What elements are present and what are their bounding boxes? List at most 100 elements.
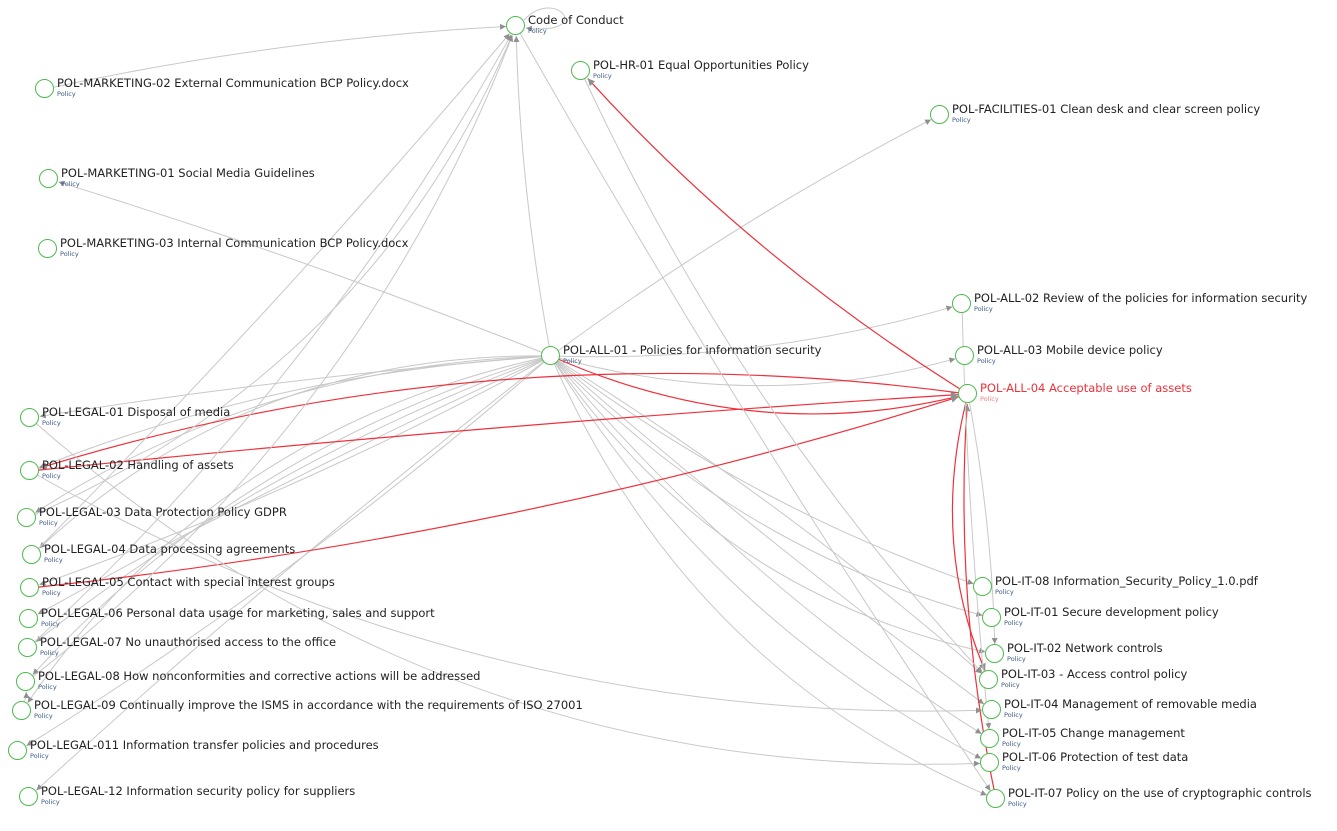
graph-edge: [26, 35, 513, 519]
node-label[interactable]: POL-MARKETING-01 Social Media Guidelines: [61, 166, 315, 180]
node-type: Policy: [1007, 655, 1026, 663]
node-type: Policy: [593, 72, 612, 80]
node-label[interactable]: POL-IT-02 Network controls: [1007, 641, 1163, 655]
node-label[interactable]: POL-MARKETING-02 External Communication …: [57, 76, 409, 90]
node-circle-icon[interactable]: [12, 701, 31, 720]
node-label[interactable]: POL-LEGAL-04 Data processing agreements: [44, 542, 296, 556]
node-circle-icon[interactable]: [571, 61, 590, 80]
graph-edge: [36, 355, 552, 791]
node-label[interactable]: POL-ALL-03 Mobile device policy: [977, 343, 1163, 357]
node-type: Policy: [41, 798, 60, 806]
node-circle-icon[interactable]: [982, 608, 1001, 627]
node-type: Policy: [1002, 740, 1021, 748]
node-label[interactable]: POL-IT-01 Secure development policy: [1004, 605, 1219, 619]
graph-edge: [550, 355, 982, 735]
graph-edge: [27, 34, 512, 649]
node-label[interactable]: POL-LEGAL-01 Disposal of media: [42, 405, 231, 419]
highlighted-edge: [39, 372, 969, 470]
graph-edge: [37, 355, 552, 615]
node-label[interactable]: POL-LEGAL-011 Information transfer polic…: [30, 738, 379, 752]
graph-edge: [550, 355, 987, 796]
node-label[interactable]: POL-ALL-02 Review of the policies for in…: [974, 291, 1308, 305]
node-label[interactable]: POL-IT-03 - Access control policy: [1001, 667, 1188, 681]
node-label[interactable]: Code of Conduct: [528, 13, 624, 27]
node-type: Policy: [980, 395, 999, 403]
node-type: Policy: [34, 712, 53, 720]
node-type: Policy: [41, 620, 60, 628]
node-type: Policy: [61, 180, 80, 188]
node-circle-icon[interactable]: [20, 578, 39, 597]
node-circle-icon[interactable]: [982, 700, 1001, 719]
node-circle-icon[interactable]: [930, 105, 949, 124]
node-circle-icon[interactable]: [980, 729, 999, 748]
graph-edge: [44, 23, 507, 90]
node-circle-icon[interactable]: [979, 670, 998, 689]
node-circle-icon[interactable]: [16, 672, 35, 691]
node-circle-icon[interactable]: [17, 508, 36, 527]
node-label[interactable]: POL-IT-07 Policy on the use of cryptogra…: [1008, 786, 1312, 800]
node-circle-icon[interactable]: [541, 346, 560, 365]
node-type: Policy: [40, 649, 59, 657]
node-label[interactable]: POL-LEGAL-12 Information security policy…: [41, 784, 356, 798]
node-circle-icon[interactable]: [986, 789, 1005, 808]
node-circle-icon[interactable]: [952, 294, 971, 313]
node-circle-icon[interactable]: [22, 545, 41, 564]
node-label[interactable]: POL-LEGAL-06 Personal data usage for mar…: [41, 606, 435, 620]
node-type: Policy: [977, 357, 996, 365]
node-circle-icon[interactable]: [18, 638, 37, 657]
node-label[interactable]: POL-LEGAL-03 Data Protection Policy GDPR: [39, 505, 287, 519]
node-label[interactable]: POL-FACILITIES-01 Clean desk and clear s…: [952, 102, 1261, 116]
node-circle-icon[interactable]: [38, 239, 57, 258]
node-label[interactable]: POL-IT-06 Protection of test data: [1002, 750, 1189, 764]
node-type: Policy: [1001, 681, 1020, 689]
node-label[interactable]: POL-MARKETING-03 Internal Communication …: [60, 236, 409, 250]
node-type: Policy: [995, 588, 1014, 596]
node-type: Policy: [1008, 800, 1027, 808]
highlighted-edge: [587, 78, 969, 395]
node-circle-icon[interactable]: [985, 644, 1004, 663]
highlighted-edge: [29, 391, 959, 472]
graph-edge: [35, 355, 552, 643]
node-type: Policy: [563, 357, 582, 365]
graph-edge: [550, 355, 982, 674]
node-type: Policy: [38, 683, 57, 691]
graph-edge: [513, 35, 552, 357]
node-type: Policy: [57, 90, 76, 98]
node-circle-icon[interactable]: [955, 346, 974, 365]
node-circle-icon[interactable]: [35, 79, 54, 98]
node-circle-icon[interactable]: [506, 16, 525, 35]
node-circle-icon[interactable]: [973, 577, 992, 596]
node-circle-icon[interactable]: [958, 384, 977, 403]
node-circle-icon[interactable]: [20, 461, 39, 480]
node-label[interactable]: POL-IT-04 Management of removable media: [1004, 697, 1257, 711]
node-circle-icon[interactable]: [980, 753, 999, 772]
node-type: Policy: [30, 752, 49, 760]
node-circle-icon[interactable]: [8, 741, 27, 760]
node-label[interactable]: POL-ALL-01 - Policies for information se…: [563, 343, 822, 357]
node-circle-icon[interactable]: [39, 169, 58, 188]
graph-edge: [27, 355, 552, 704]
node-circle-icon[interactable]: [20, 408, 39, 427]
node-label[interactable]: POL-LEGAL-05 Contact with special intere…: [42, 575, 335, 589]
node-circle-icon[interactable]: [19, 609, 38, 628]
node-label[interactable]: POL-LEGAL-08 How nonconformities and cor…: [38, 669, 481, 683]
graph-edge: [39, 355, 552, 549]
node-label[interactable]: POL-LEGAL-07 No unauthorised access to t…: [40, 635, 337, 649]
node-type: Policy: [42, 419, 61, 427]
graph-edge: [967, 393, 998, 645]
node-label[interactable]: POL-HR-01 Equal Opportunities Policy: [593, 58, 809, 72]
graph-edge: [29, 417, 981, 767]
graph-edge: [26, 355, 552, 747]
node-label[interactable]: POL-LEGAL-02 Handling of assets: [42, 458, 234, 472]
node-label[interactable]: POL-IT-05 Change management: [1002, 726, 1185, 740]
graph-edge: [39, 355, 552, 586]
node-label[interactable]: POL-ALL-04 Acceptable use of assets: [980, 381, 1192, 395]
node-circle-icon[interactable]: [19, 787, 38, 806]
node-label[interactable]: POL-IT-08 Information_Security_Policy_1.…: [995, 574, 1258, 588]
node-type: Policy: [39, 519, 58, 527]
highlighted-edge: [29, 395, 959, 589]
node-label[interactable]: POL-LEGAL-09 Continually improve the ISM…: [34, 698, 583, 712]
graph-edge: [58, 180, 552, 357]
node-type: Policy: [1004, 711, 1023, 719]
